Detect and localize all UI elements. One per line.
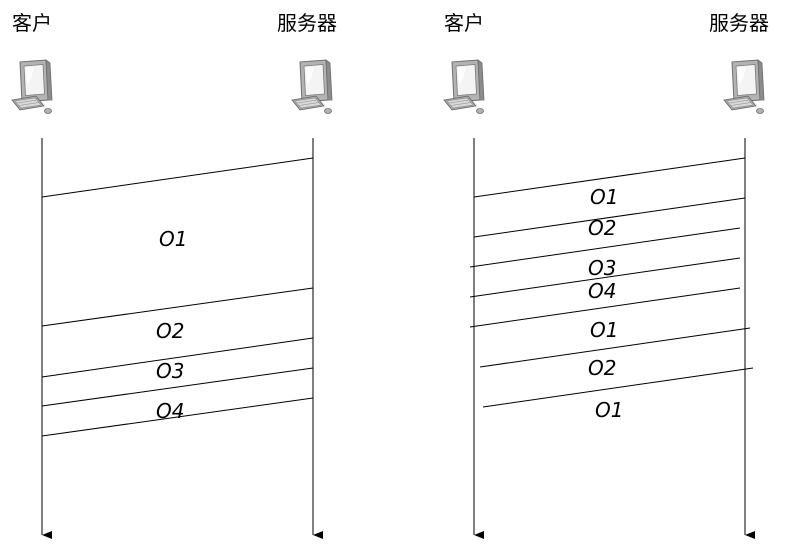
desktop-computer-icon (723, 59, 765, 114)
object-label: O1 (159, 227, 187, 251)
message-line (41, 337, 314, 378)
server-label: 服务器 (709, 11, 769, 35)
message-line (41, 367, 314, 407)
left-diagram: 客户 服务器 O1 O2 O3 O4 (11, 11, 337, 539)
object-label: O2 (156, 319, 184, 343)
message-line (479, 327, 751, 368)
object-label: O4 (588, 279, 616, 303)
message-line (482, 367, 754, 408)
object-label: O1 (590, 318, 618, 342)
desktop-computer-icon (11, 59, 53, 114)
message-line (41, 287, 314, 327)
client-label: 客户 (444, 11, 484, 35)
server-label: 服务器 (277, 11, 337, 35)
message-line (473, 197, 746, 238)
right-diagram: 客户 服务器 O1 O2 O3 O4 O1 O2 O1 (443, 11, 769, 539)
object-label: O4 (156, 399, 184, 423)
message-line (469, 257, 741, 298)
client-label: 客户 (12, 11, 52, 35)
message-line (41, 397, 314, 437)
message-line (469, 287, 741, 328)
object-label: O1 (590, 185, 618, 209)
desktop-computer-icon (291, 59, 333, 114)
message-line (41, 157, 314, 198)
object-label: O2 (588, 356, 616, 380)
object-label: O3 (588, 256, 616, 280)
message-line (469, 227, 741, 268)
object-label: O1 (595, 398, 623, 422)
desktop-computer-icon (443, 59, 485, 114)
object-label: O2 (588, 216, 616, 240)
object-label: O3 (156, 359, 184, 383)
message-line (473, 157, 746, 198)
